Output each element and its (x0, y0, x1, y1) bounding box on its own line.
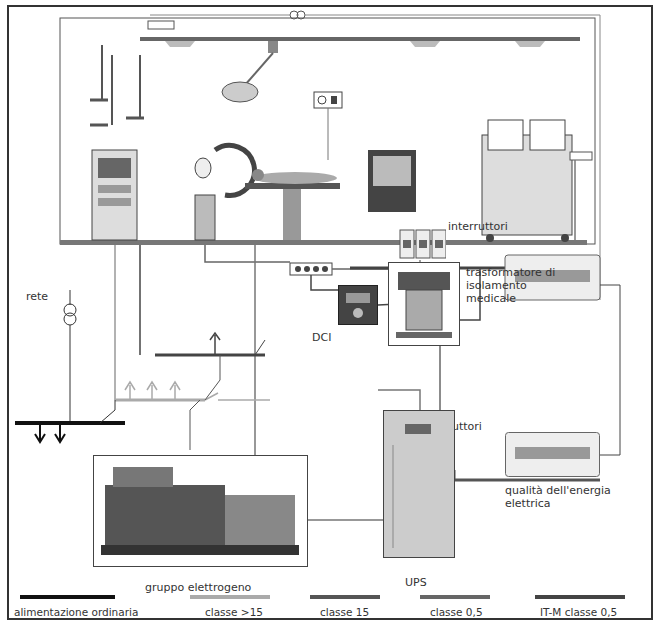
generator-set: gruppo elettrogeno (93, 455, 308, 567)
insulation-monitor: DCI (338, 285, 378, 325)
isolation-transformer: trasformatore di isolamento medicale (388, 262, 460, 346)
equipment-label: gruppo elettrogeno (145, 581, 251, 594)
equipment-label: qualità dell'energia elettrica (505, 484, 625, 510)
breaker-group: interruttori (398, 228, 446, 260)
equipment-label: UPS (405, 576, 427, 589)
equipment-label: trasformatore di isolamento medicale (466, 266, 576, 305)
network-label: rete (26, 290, 48, 303)
genset-symbol (93, 455, 308, 567)
equipment-label: DCI (312, 331, 331, 344)
meter-symbol (505, 432, 600, 477)
legend-text: classe 15 (320, 606, 369, 618)
breaker-symbol (398, 228, 446, 260)
legend-text: classe 0,5 (430, 606, 483, 618)
equipment-label: interruttori (448, 220, 508, 233)
ups-cabinet: UPS (383, 410, 455, 558)
wire-connector (378, 304, 388, 306)
trafo-symbol (388, 262, 460, 346)
legend-text: alimentazione ordinaria (14, 606, 138, 618)
power-quality-meter: qualità dell'energia elettrica (505, 432, 600, 477)
ups-symbol (383, 410, 455, 558)
legend-text: classe >15 (205, 606, 263, 618)
legend-text: IT-M classe 0,5 (540, 606, 617, 618)
dci-symbol (338, 285, 378, 325)
